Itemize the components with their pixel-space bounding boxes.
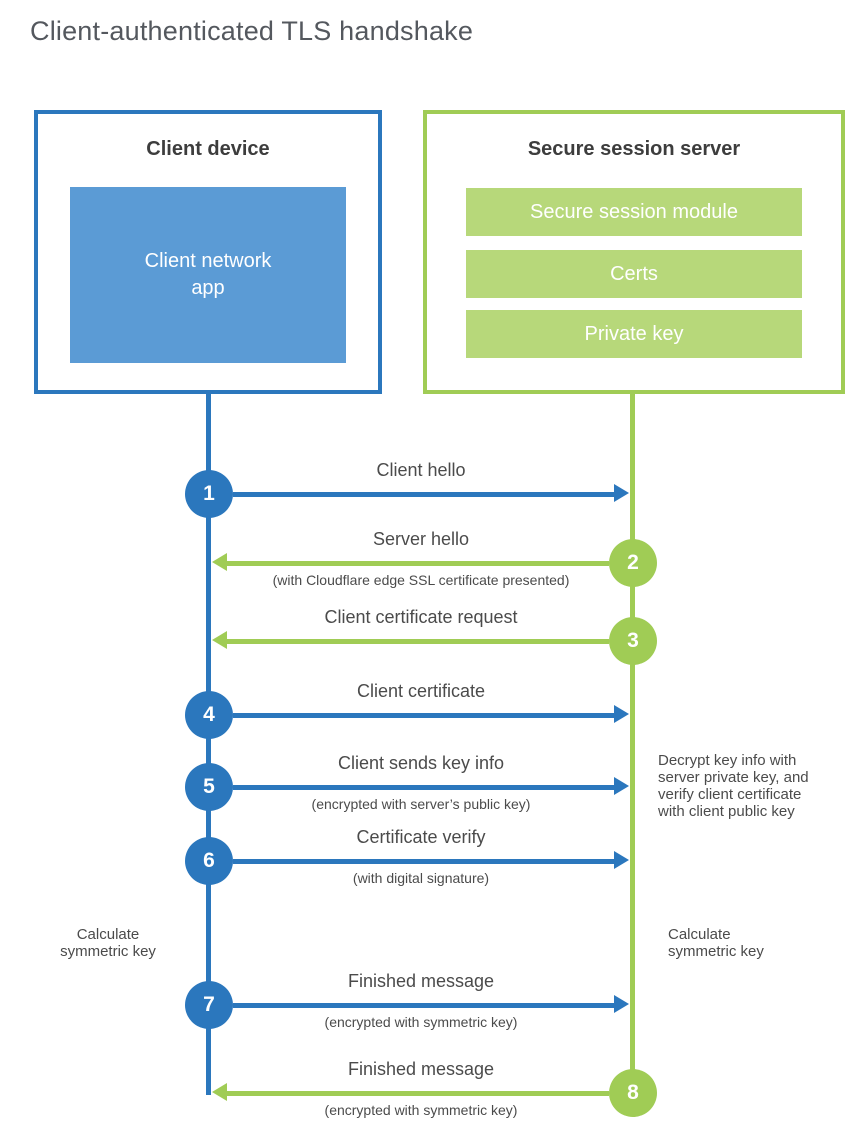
step-label: Finished message (347, 971, 495, 991)
arrow-shaft (233, 1003, 616, 1008)
step-label: Client sends key info (337, 753, 505, 773)
server-module-bar: Secure session module (466, 188, 802, 236)
arrow-shaft (233, 859, 616, 864)
secure-session-server-title: Secure session server (527, 138, 741, 160)
step-number-badge: 6 (185, 837, 233, 885)
step-label: Certificate verify (356, 827, 486, 847)
secure-session-server-box: Secure session server Secure session mod… (423, 110, 845, 394)
arrow-head-right-icon (614, 851, 629, 869)
step-number-badge: 8 (609, 1069, 657, 1117)
client-device-box: Client device Client network app (34, 110, 382, 394)
server-lifeline (630, 394, 635, 1095)
arrow-shaft (233, 713, 616, 718)
calculate-symmetric-key-left: Calculate symmetric key (60, 926, 156, 960)
client-lifeline (206, 394, 211, 1095)
arrow-shaft (227, 561, 609, 566)
calculate-symmetric-key-right: Calculate symmetric key (668, 926, 764, 960)
step-label: Client hello (376, 460, 466, 480)
step-label: Server hello (372, 529, 470, 549)
arrow-shaft (233, 785, 616, 790)
step-number-badge: 7 (185, 981, 233, 1029)
client-device-title: Client device (146, 138, 270, 160)
step-note: (encrypted with symmetric key) (324, 1014, 518, 1030)
client-network-app-box: Client network app (70, 187, 346, 363)
step-label: Finished message (347, 1059, 495, 1079)
step-number-badge: 2 (609, 539, 657, 587)
server-module-bar: Certs (466, 250, 802, 298)
arrow-head-right-icon (614, 777, 629, 795)
arrow-shaft (227, 1091, 609, 1096)
step-number-badge: 5 (185, 763, 233, 811)
page-title: Client-authenticated TLS handshake (30, 16, 474, 46)
step-label: Client certificate request (324, 607, 518, 627)
step-note: (encrypted with server’s public key) (311, 796, 531, 812)
step-number-badge: 3 (609, 617, 657, 665)
arrow-shaft (227, 639, 609, 644)
arrow-head-left-icon (212, 1083, 227, 1101)
server-module-bar: Private key (466, 310, 802, 358)
step-note: (with Cloudflare edge SSL certificate pr… (272, 572, 570, 588)
arrow-head-right-icon (614, 705, 629, 723)
arrow-head-left-icon (212, 631, 227, 649)
step-number-badge: 4 (185, 691, 233, 739)
arrow-head-right-icon (614, 995, 629, 1013)
arrow-shaft (233, 492, 616, 497)
step-note: (encrypted with symmetric key) (324, 1102, 518, 1118)
step-number-badge: 1 (185, 470, 233, 518)
decrypt-key-info-note: Decrypt key info with server private key… (658, 752, 809, 820)
step-label: Client certificate (356, 681, 486, 701)
step-note: (with digital signature) (352, 870, 490, 886)
arrow-head-right-icon (614, 484, 629, 502)
arrow-head-left-icon (212, 553, 227, 571)
